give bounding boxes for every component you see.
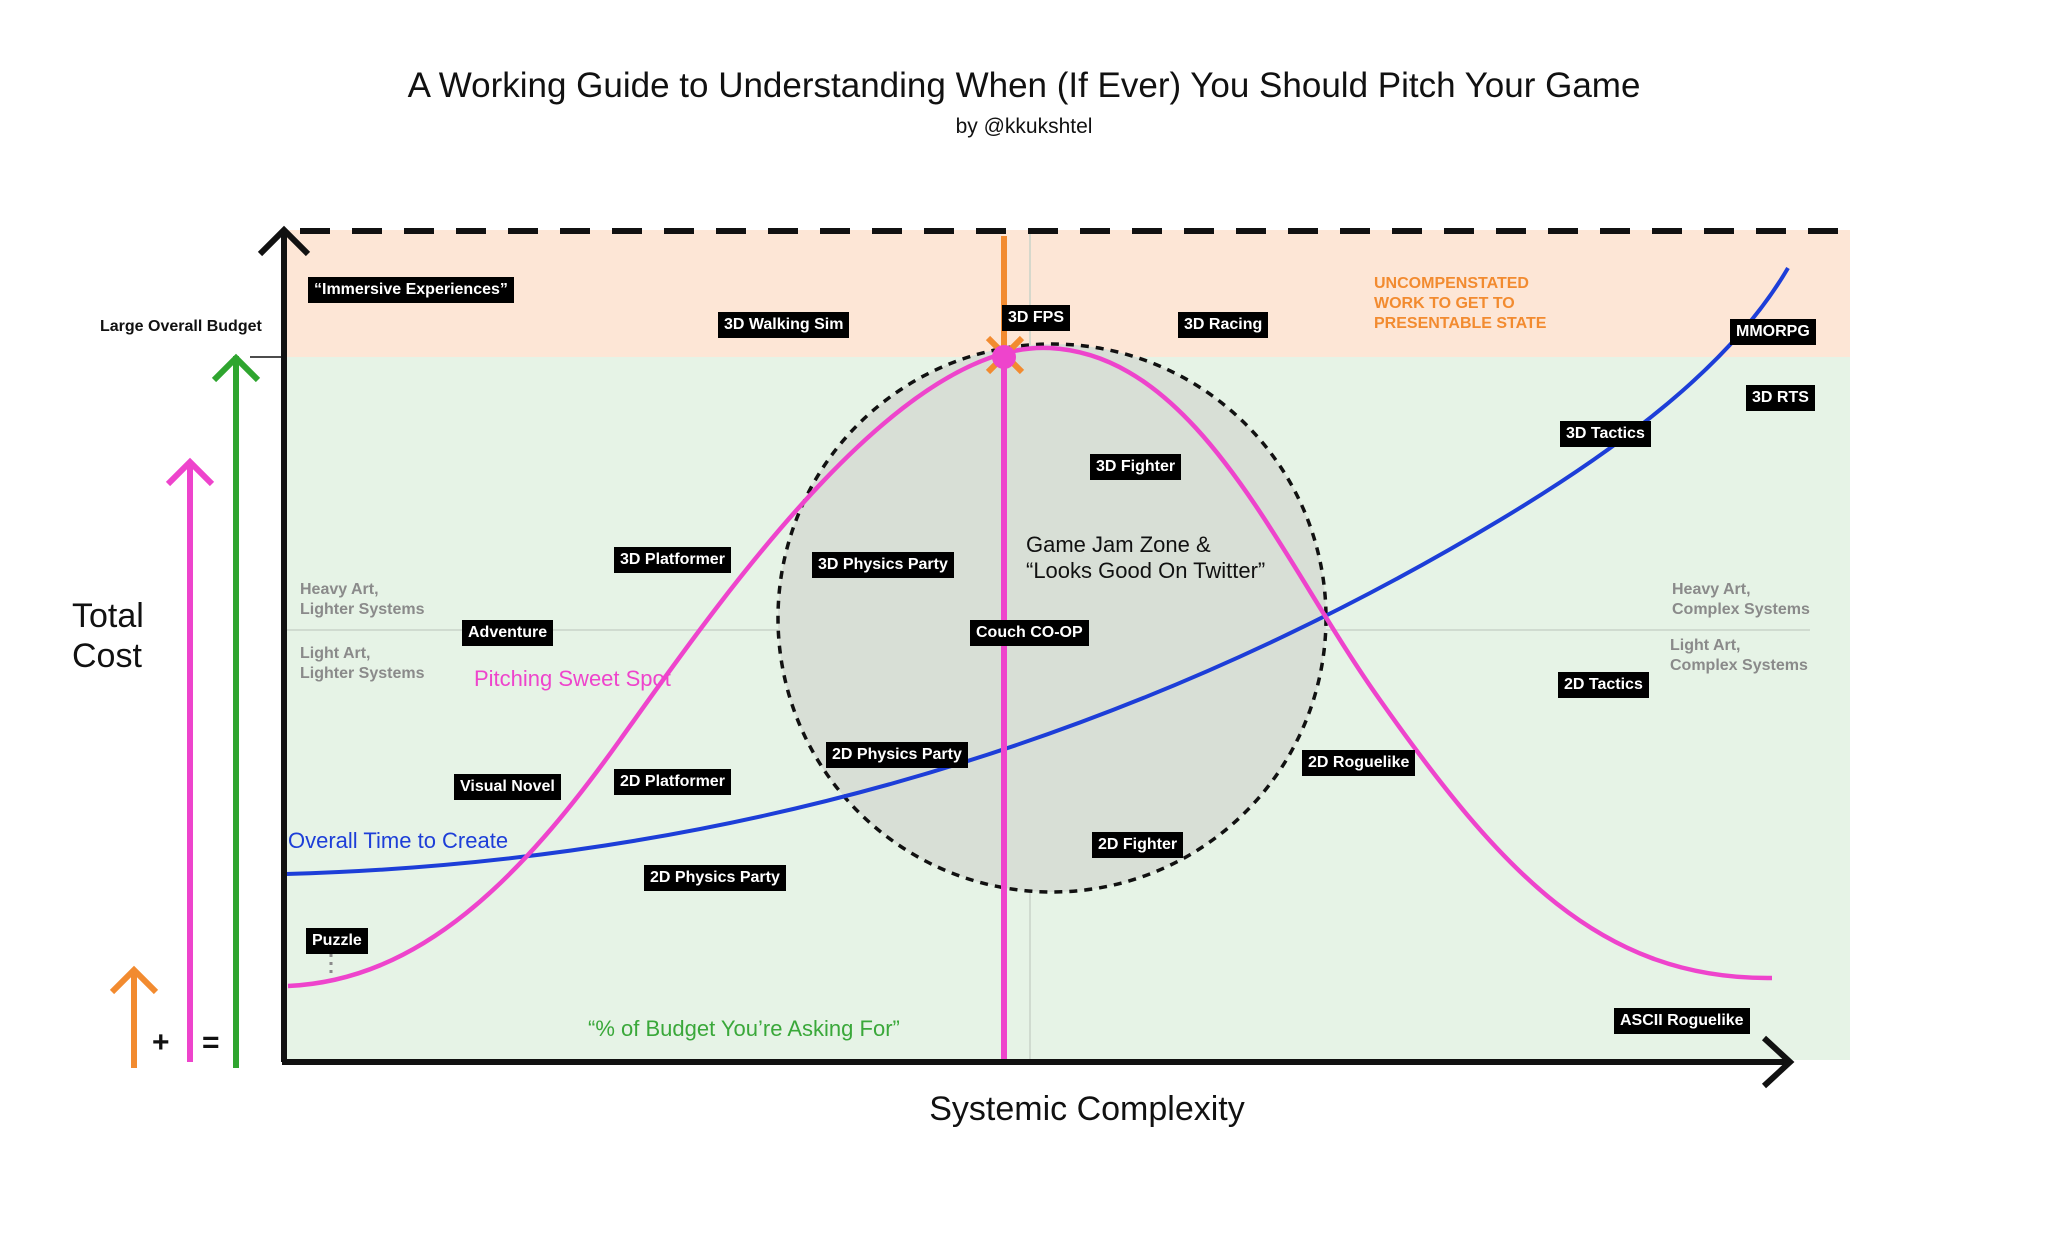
tag-puzzle: Puzzle	[306, 928, 368, 954]
orange-work-arrowhead	[109, 965, 159, 995]
pitching-sweet-spot-curve	[287, 345, 1773, 989]
region-left-upper: Heavy Art, Lighter Systems	[300, 581, 425, 618]
tag-3d-physics-party: 3D Physics Party	[812, 552, 954, 578]
region-right-lower: Light Art, Complex Systems	[1670, 637, 1808, 674]
uncompensated-note: UNCOMPENSTATED WORK TO GET TO PRESENTABL…	[1374, 275, 1547, 332]
tag-3d-rts: 3D RTS	[1746, 385, 1815, 411]
tag-3d-tactics: 3D Tactics	[1560, 421, 1651, 447]
tag-couch-coop: Couch CO-OP	[970, 620, 1089, 646]
budget-ask-label: “% of Budget You’re Asking For”	[588, 1016, 900, 1041]
tag-2d-physics-party-low: 2D Physics Party	[644, 865, 786, 891]
time-curve-label: Overall Time to Create	[288, 828, 509, 853]
equals-symbol: =	[202, 1026, 220, 1059]
y-axis-label: Total Cost	[72, 597, 144, 675]
tag-immersive: “Immersive Experiences”	[308, 277, 514, 303]
tag-3d-walking-sim: 3D Walking Sim	[718, 312, 850, 338]
tag-ascii-roguelike: ASCII Roguelike	[1614, 1008, 1750, 1034]
tag-3d-platformer: 3D Platformer	[614, 547, 731, 573]
game-jam-zone-label: Game Jam Zone & “Looks Good On Twitter”	[1026, 532, 1266, 583]
byline: by @kkukshtel	[955, 115, 1093, 138]
plus-symbol: +	[152, 1026, 170, 1059]
pitch-curve-label: Pitching Sweet Spot	[474, 666, 671, 691]
tag-2d-roguelike: 2D Roguelike	[1302, 750, 1416, 776]
green-total-arrowhead	[211, 353, 261, 383]
tag-adventure: Adventure	[462, 620, 554, 646]
tag-2d-tactics: 2D Tactics	[1558, 672, 1649, 698]
tag-3d-fps: 3D FPS	[1002, 305, 1071, 331]
region-right-upper: Heavy Art, Complex Systems	[1672, 581, 1810, 618]
pink-pitch-arrowhead	[165, 457, 215, 487]
page-title: A Working Guide to Understanding When (I…	[407, 66, 1641, 105]
game-jam-circle	[776, 342, 1328, 894]
peak-dot	[992, 345, 1016, 369]
budget-label: Large Overall Budget	[100, 318, 262, 335]
time-to-create-curve	[285, 266, 1790, 876]
x-axis-label: Systemic Complexity	[929, 1090, 1245, 1128]
x-axis-arrowhead	[1761, 1035, 1795, 1089]
tag-visual-novel: Visual Novel	[454, 774, 561, 800]
tag-mmorpg: MMORPG	[1730, 319, 1816, 345]
tag-2d-physics-party-center: 2D Physics Party	[826, 742, 968, 768]
tag-3d-fighter: 3D Fighter	[1090, 454, 1182, 480]
tag-3d-racing: 3D Racing	[1178, 312, 1269, 338]
tag-2d-platformer: 2D Platformer	[614, 769, 731, 795]
uncompensated-zone	[286, 230, 1850, 357]
region-left-lower: Light Art, Lighter Systems	[300, 645, 425, 682]
y-axis-arrowhead	[257, 225, 311, 257]
tag-2d-fighter: 2D Fighter	[1092, 832, 1184, 858]
